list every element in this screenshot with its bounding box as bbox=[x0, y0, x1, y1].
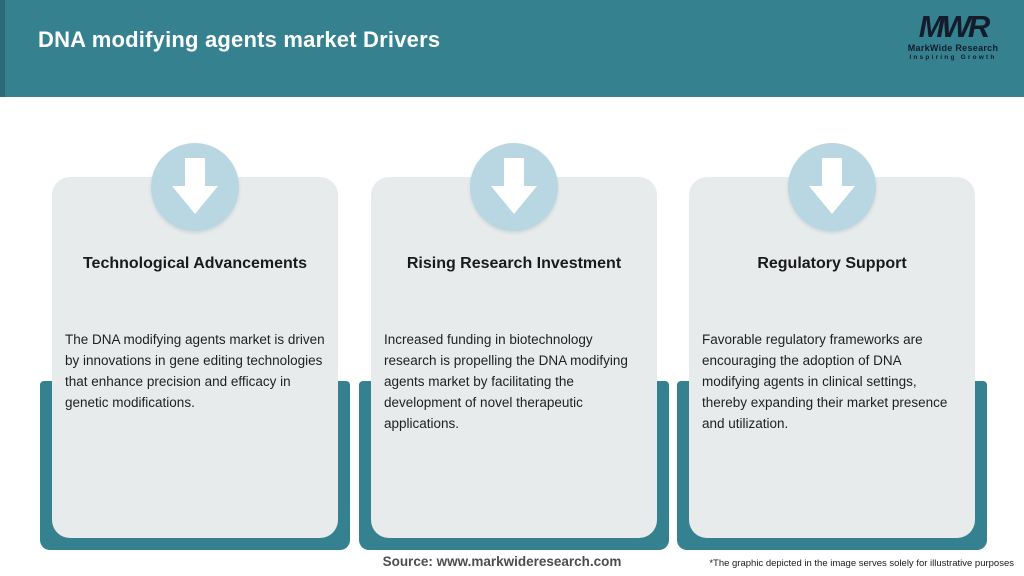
driver-card-technological-advancements: Technological Advancements The DNA modif… bbox=[40, 143, 350, 553]
card-description: Increased funding in biotechnology resea… bbox=[384, 332, 628, 431]
down-arrow-icon bbox=[788, 143, 876, 231]
markwide-research-logo: MWR MarkWide Research Inspiring Growth bbox=[898, 9, 1008, 61]
driver-card-rising-research-investment: Rising Research Investment Increased fun… bbox=[359, 143, 669, 553]
logo-mark-icon: MWR bbox=[918, 9, 990, 44]
card-title: Technological Advancements bbox=[82, 255, 308, 272]
header-bar: DNA modifying agents market Drivers MWR … bbox=[0, 0, 1024, 97]
down-arrow-glyph bbox=[809, 158, 855, 214]
card-description: Favorable regulatory frameworks are enco… bbox=[702, 332, 948, 431]
card-body: Technological Advancements The DNA modif… bbox=[52, 177, 338, 538]
card-body: Regulatory Support Favorable regulatory … bbox=[689, 177, 975, 538]
card-body: Rising Research Investment Increased fun… bbox=[371, 177, 657, 538]
source-line: Source: www.markwideresearch.com bbox=[382, 554, 622, 569]
down-arrow-icon bbox=[470, 143, 558, 231]
card-title: Rising Research Investment bbox=[406, 255, 622, 272]
driver-card-regulatory-support: Regulatory Support Favorable regulatory … bbox=[677, 143, 987, 553]
down-arrow-glyph bbox=[172, 158, 218, 214]
logo-name: MarkWide Research bbox=[907, 43, 999, 53]
page-title: DNA modifying agents market Drivers bbox=[38, 27, 441, 52]
card-description: The DNA modifying agents market is drive… bbox=[65, 332, 325, 410]
logo-tagline: Inspiring Growth bbox=[909, 54, 997, 61]
down-arrow-icon bbox=[151, 143, 239, 231]
down-arrow-glyph bbox=[491, 158, 537, 214]
card-title: Regulatory Support bbox=[757, 255, 907, 272]
disclaimer-text: *The graphic depicted in the image serve… bbox=[709, 558, 1014, 569]
